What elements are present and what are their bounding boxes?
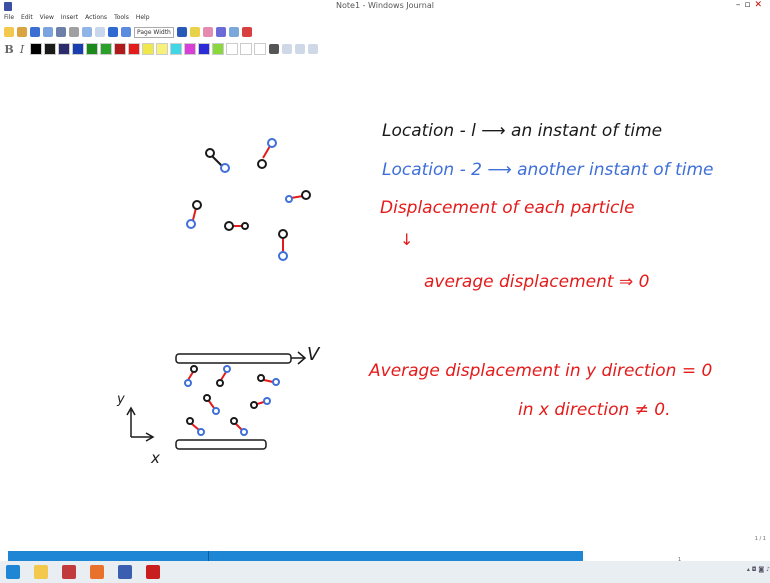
color-swatch[interactable]	[114, 43, 126, 55]
page-indicator: 1 / 1	[754, 536, 766, 542]
color-swatch[interactable]	[86, 43, 98, 55]
new-note-icon[interactable]	[4, 27, 14, 37]
color-swatch[interactable]	[58, 43, 70, 55]
window-title: Note1 - Windows Journal	[336, 1, 434, 10]
color-swatch[interactable]	[30, 43, 42, 55]
redo-icon[interactable]	[121, 27, 131, 37]
journal-taskbar-icon[interactable]	[118, 565, 132, 579]
menu-tools[interactable]: Tools	[114, 14, 129, 21]
color-swatch[interactable]	[142, 43, 154, 55]
selection-tool-icon[interactable]	[216, 27, 226, 37]
particle-pair	[224, 221, 249, 231]
menu-actions[interactable]: Actions	[85, 14, 108, 21]
standard-toolbar: Page Width	[0, 25, 770, 39]
color-swatch[interactable]	[240, 43, 252, 55]
bold-button[interactable]: B	[4, 42, 14, 56]
pointer-icon[interactable]	[295, 44, 305, 54]
color-swatch[interactable]	[212, 43, 224, 55]
particle-pair	[257, 138, 277, 169]
highlighter-icon[interactable]	[190, 27, 200, 37]
pen-style-icon[interactable]	[269, 44, 279, 54]
open-icon[interactable]	[17, 27, 27, 37]
menu-edit[interactable]: Edit	[21, 14, 33, 21]
note-line-x-direction: in x direction ≠ 0.	[518, 400, 671, 420]
system-tray[interactable]: ▴ ◘ ◙ ♪	[746, 566, 770, 573]
close-icon[interactable]: ✕	[754, 0, 766, 10]
ink-drawings	[126, 138, 311, 450]
particle-pair	[205, 148, 230, 173]
color-swatch[interactable]	[156, 43, 168, 55]
insert-space-icon[interactable]	[229, 27, 239, 37]
format-toolbar: B I	[0, 40, 770, 58]
horizontal-scrollbar[interactable]	[8, 551, 583, 561]
menu-insert[interactable]: Insert	[60, 14, 79, 21]
copy-icon[interactable]	[82, 27, 92, 37]
particle-pair	[230, 417, 248, 436]
bottom-plate	[175, 439, 267, 450]
particle-pair	[186, 417, 205, 436]
start-windows-icon[interactable]	[6, 565, 20, 579]
cut-icon[interactable]	[69, 27, 79, 37]
color-swatch[interactable]	[72, 43, 84, 55]
color-swatch[interactable]	[254, 43, 266, 55]
menu-bar: File Edit View Insert Actions Tools Help	[0, 14, 770, 25]
italic-button[interactable]: I	[19, 42, 25, 56]
x-axis-label: x	[151, 449, 160, 467]
minimize-icon[interactable]: –	[735, 0, 745, 10]
particle-pair	[186, 200, 202, 229]
color-swatch[interactable]	[170, 43, 182, 55]
find-icon[interactable]	[56, 27, 66, 37]
particle-pair	[257, 374, 280, 386]
top-plate	[175, 353, 292, 364]
note-line-average: average displacement ⇒ 0	[424, 272, 650, 292]
note-page[interactable]: Location - l ⟶ an instant of time Locati…	[0, 58, 770, 550]
note-line-location-1: Location - l ⟶ an instant of time	[382, 121, 663, 141]
note-line-displacement: Displacement of each particle	[380, 198, 635, 218]
color-swatch[interactable]	[128, 43, 140, 55]
firefox-icon[interactable]	[90, 565, 104, 579]
save-icon[interactable]	[30, 27, 40, 37]
menu-file[interactable]: File	[4, 14, 15, 21]
menu-view[interactable]: View	[39, 14, 54, 21]
page-number: 1	[678, 557, 682, 563]
acrobat-icon[interactable]	[146, 565, 160, 579]
velocity-label: V	[307, 344, 320, 365]
zoom-icon[interactable]	[282, 44, 292, 54]
menu-help[interactable]: Help	[135, 14, 150, 21]
pen-icon[interactable]	[177, 27, 187, 37]
scroll-thumb-divider	[208, 551, 209, 561]
y-axis-label: y	[117, 392, 125, 407]
maximize-icon[interactable]: ▫	[744, 0, 755, 10]
color-swatch[interactable]	[44, 43, 56, 55]
particle-pair	[203, 394, 220, 415]
down-arrow: ↓	[400, 230, 414, 249]
color-swatch[interactable]	[198, 43, 210, 55]
color-swatch[interactable]	[184, 43, 196, 55]
note-line-y-direction: Average displacement in y direction = 0	[369, 361, 713, 381]
particle-pair	[285, 190, 311, 203]
window-controls: –▫✕	[736, 0, 766, 10]
undo-icon[interactable]	[108, 27, 118, 37]
title-bar: Note1 - Windows Journal –▫✕	[0, 0, 770, 14]
journal-app-icon[interactable]	[4, 2, 12, 11]
file-explorer-icon[interactable]	[34, 565, 48, 579]
note-line-location-2: Location - 2 ⟶ another instant of time	[382, 160, 714, 180]
paste-icon[interactable]	[95, 27, 105, 37]
print-icon[interactable]	[43, 27, 53, 37]
eraser-icon[interactable]	[203, 27, 213, 37]
particle-pair	[216, 365, 231, 387]
color-swatch[interactable]	[100, 43, 112, 55]
page-width-select[interactable]: Page Width	[134, 26, 174, 38]
lasso-icon[interactable]	[308, 44, 318, 54]
particle-pair	[184, 365, 198, 387]
taskbar: ▴ ◘ ◙ ♪	[0, 561, 770, 583]
color-swatch[interactable]	[226, 43, 238, 55]
particle-pair	[250, 397, 271, 409]
flag-icon[interactable]	[242, 27, 252, 37]
matlab-icon[interactable]	[62, 565, 76, 579]
color-palette	[30, 43, 266, 55]
particle-pair	[278, 229, 288, 261]
